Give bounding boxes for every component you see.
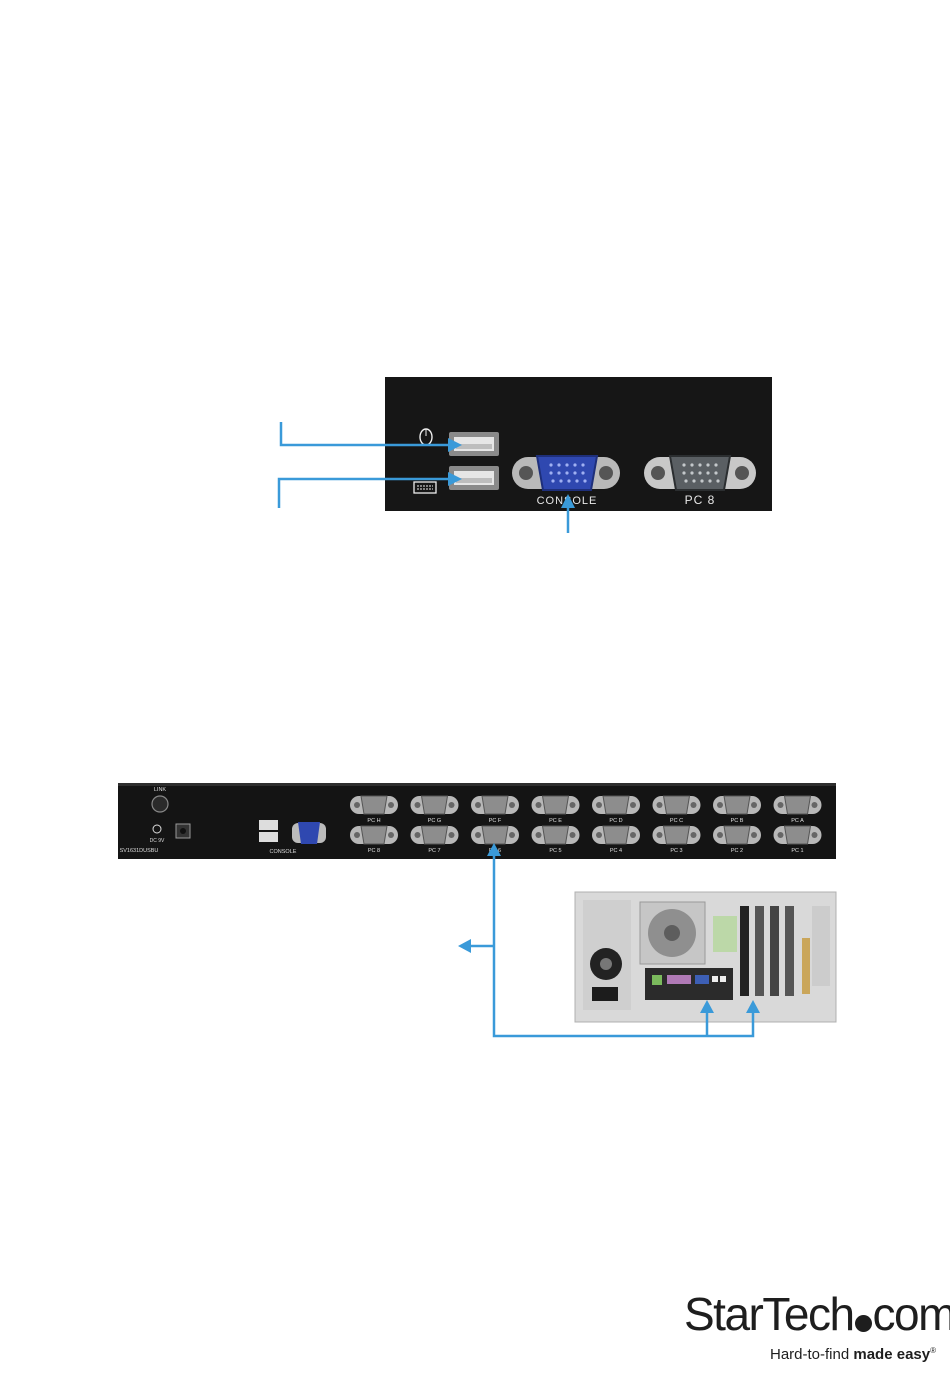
console-vga-port xyxy=(512,456,620,490)
vga-port-label: PC D xyxy=(609,818,622,824)
vga-port-pc-1 xyxy=(774,826,822,844)
vga-port-label: PC H xyxy=(367,818,380,824)
vga-port-label: PC 7 xyxy=(428,848,440,854)
vga-port-label: PC 3 xyxy=(670,848,682,854)
vga-port-pc-2 xyxy=(713,826,761,844)
vga-port-pc-7 xyxy=(411,826,459,844)
vga-port-pc-a xyxy=(774,796,822,814)
vga-port-label: PC 2 xyxy=(731,848,743,854)
link-port xyxy=(152,796,168,812)
vga-port-label: PC 4 xyxy=(610,848,622,854)
vga-port-label: PC 8 xyxy=(368,848,380,854)
vga-port-pc-e xyxy=(532,796,580,814)
computer-rear-panel xyxy=(575,892,836,1022)
vga-port-pc-f xyxy=(471,796,519,814)
vga-port-pc-6 xyxy=(471,826,519,844)
vga-port-label: PC F xyxy=(489,818,502,824)
vga-port-pc-8 xyxy=(350,826,398,844)
logo-dot-icon xyxy=(855,1315,872,1332)
vga-port-pc-4 xyxy=(592,826,640,844)
vga-port-label: PC B xyxy=(731,818,744,824)
vga-port-label: PC C xyxy=(670,818,683,824)
console-port-figure: CONSOLE PC 8 xyxy=(0,0,950,560)
vga-port-pc-5 xyxy=(532,826,580,844)
model-label: SV1631DUSBU xyxy=(120,848,159,854)
vga-port-pc-b xyxy=(713,796,761,814)
vga-port-label: PC G xyxy=(428,818,441,824)
panel-console-label: CONSOLE xyxy=(270,849,297,855)
panel-usb-port-1 xyxy=(259,820,278,830)
vga-port-label: PC 1 xyxy=(791,848,803,854)
kvm-rear-panel xyxy=(118,783,836,859)
panel-usb-port-2 xyxy=(259,832,278,842)
vga-port-label: PC 5 xyxy=(549,848,561,854)
pc-connection-figure: LINK DC 9V SV1631DUSBU CONSOLE PC H PC G P… xyxy=(0,760,950,1060)
link-port-label: LINK xyxy=(154,787,167,793)
vga-port-pc-h xyxy=(350,796,398,814)
logo-tagline: Hard-to-find made easy® xyxy=(770,1346,936,1363)
vga-port-pc-3 xyxy=(653,826,701,844)
side-arrowhead xyxy=(458,939,471,953)
pc8-vga-port xyxy=(644,456,756,490)
vga-port-pc-g xyxy=(411,796,459,814)
vga-port-pc-d xyxy=(592,796,640,814)
vga-port-label: PC E xyxy=(549,818,562,824)
pc8-port-label: PC 8 xyxy=(685,493,716,507)
vga-port-pc-c xyxy=(653,796,701,814)
dc-power-label: DC 9V xyxy=(150,838,165,844)
vga-port-label: PC A xyxy=(791,818,804,824)
